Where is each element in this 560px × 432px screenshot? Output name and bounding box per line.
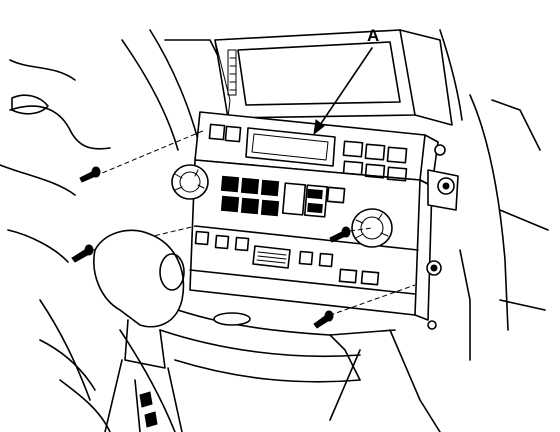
left-knob — [171, 164, 209, 200]
screw-upper-left — [79, 166, 101, 183]
screw-lower-left — [71, 244, 94, 263]
side-bracket — [426, 144, 459, 330]
lower-console — [149, 299, 396, 383]
climate-control-panel — [189, 111, 439, 321]
display-housing — [214, 29, 453, 126]
callout-a: A — [313, 26, 379, 136]
right-knob — [351, 208, 393, 248]
screw-right-knob — [329, 226, 351, 243]
dashboard-structure — [0, 29, 549, 432]
callout-label: A — [367, 26, 379, 45]
gear-shifter — [39, 229, 185, 432]
screw-bottom — [313, 310, 334, 329]
